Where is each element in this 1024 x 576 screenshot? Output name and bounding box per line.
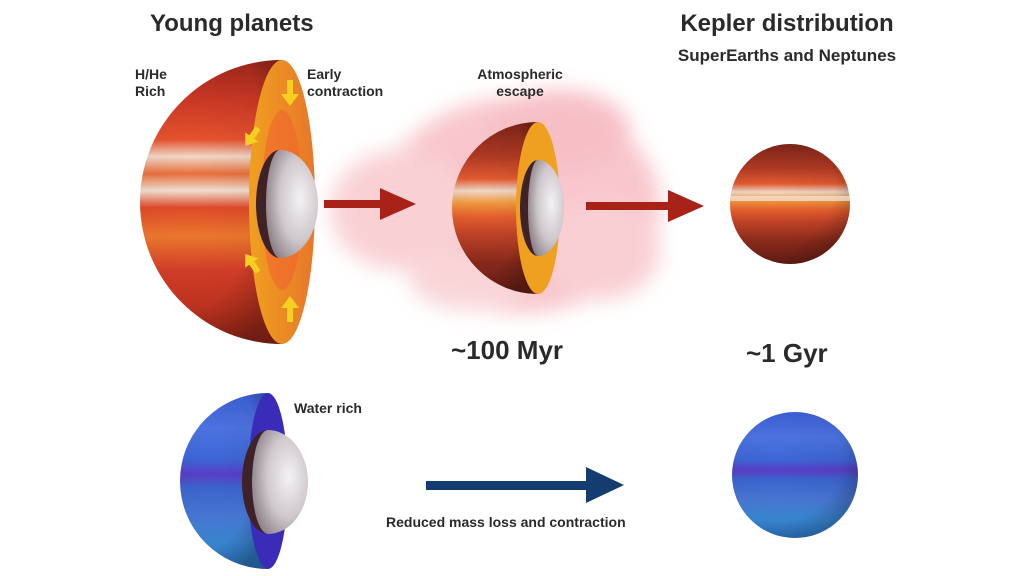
hhe-rich-label: H/He Rich — [135, 66, 167, 100]
hhe-line1: H/He — [135, 66, 167, 82]
kepler-subtitle: SuperEarths and Neptunes — [677, 46, 897, 65]
escaping-gas-planet — [452, 122, 564, 294]
atmos-line2: escape — [496, 83, 544, 99]
final-gas-planet — [728, 144, 852, 264]
heading-kepler-distribution: Kepler distribution — [680, 10, 894, 37]
heading-young-planets: Young planets — [150, 10, 314, 37]
water-rich-label: Water rich — [294, 400, 362, 416]
process-arrow-icon — [324, 188, 416, 220]
young-gas-planet — [140, 60, 318, 344]
final-water-planet — [732, 412, 858, 538]
water-rich-planet — [180, 393, 308, 569]
contraction-arrow-icon — [245, 80, 299, 322]
reduced-mass-loss-label: Reduced mass loss and contraction — [386, 514, 626, 530]
hhe-line2: Rich — [135, 83, 166, 99]
process-arrow-icon — [426, 467, 624, 503]
early-line1: Early — [307, 66, 342, 82]
timescale-100-myr: ~100 Myr — [451, 335, 564, 365]
process-arrow-icon — [586, 190, 704, 222]
planet-core — [256, 150, 318, 258]
timescale-1-gyr: ~1 Gyr — [746, 338, 828, 368]
early-line2: contraction — [307, 83, 384, 99]
atmospheric-escape-label: Atmospheric escape — [477, 66, 563, 100]
early-contraction-label: Early contraction — [307, 66, 383, 100]
atmos-line1: Atmospheric — [477, 66, 563, 82]
